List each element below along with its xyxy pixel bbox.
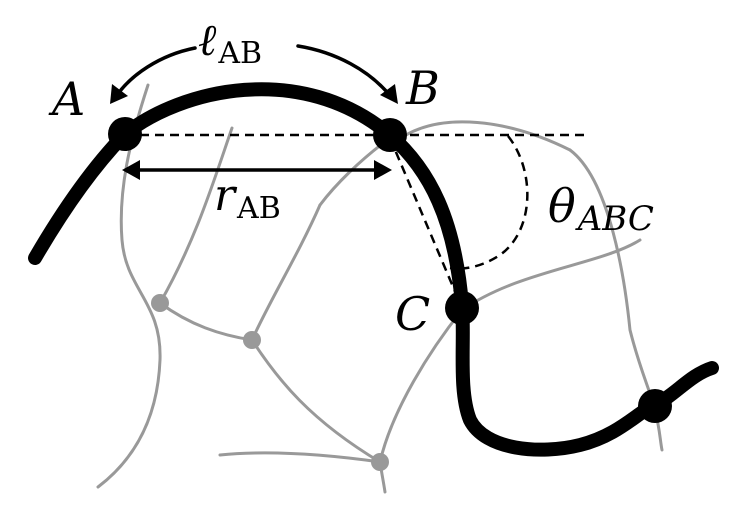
fiber-c-right: [460, 238, 642, 312]
arc-length-symbol: ℓ: [198, 15, 217, 66]
fiber-left-inner: [158, 126, 234, 305]
key-points: [108, 117, 672, 423]
fiber-top-right: [396, 120, 572, 152]
chord-distance-arrow: [122, 160, 392, 180]
fiber-mid-horizontal: [158, 301, 254, 342]
chord-distance-subscript: AB: [236, 191, 281, 226]
arc-length-subscript: AB: [217, 36, 262, 71]
network-node: [151, 294, 169, 312]
label-point-c: C: [395, 287, 430, 341]
fiber-left-vertical: [96, 83, 162, 489]
point-end-marker: [638, 389, 672, 423]
fiber-bottom-up: [378, 308, 464, 464]
dashed-chord-bc: [388, 137, 464, 309]
point-a-marker: [108, 117, 142, 151]
arc-length-arrow: [110, 44, 398, 104]
fiber-bottom-left: [218, 451, 382, 464]
fiber-b-to-mid: [250, 203, 322, 342]
arc-arrow-right: [296, 44, 394, 100]
label-angle: θABC: [548, 179, 654, 239]
label-point-b: B: [405, 61, 440, 115]
fiber-mid-to-bottom: [250, 338, 382, 464]
angle-symbol: θ: [548, 179, 576, 233]
label-point-a: A: [48, 72, 85, 126]
angle-arc: [449, 135, 529, 270]
fiber-right-arc: [568, 148, 664, 452]
arc-arrow-left: [113, 46, 197, 100]
point-b-marker: [373, 118, 407, 152]
label-arc-length: ℓAB: [198, 15, 262, 71]
angle-subscript: ABC: [575, 199, 654, 239]
arrowhead-right: [380, 84, 398, 104]
construction-lines: [125, 133, 590, 309]
network-node: [371, 453, 389, 471]
chord-arrowhead-right: [374, 160, 392, 180]
arrowhead-left: [110, 84, 128, 104]
chord-arrowhead-left: [122, 160, 140, 180]
point-c-marker: [445, 291, 479, 325]
network-nodes: [151, 294, 389, 471]
network-node: [243, 331, 261, 349]
label-chord-distance: rAB: [214, 170, 281, 226]
chord-distance-symbol: r: [214, 170, 238, 221]
